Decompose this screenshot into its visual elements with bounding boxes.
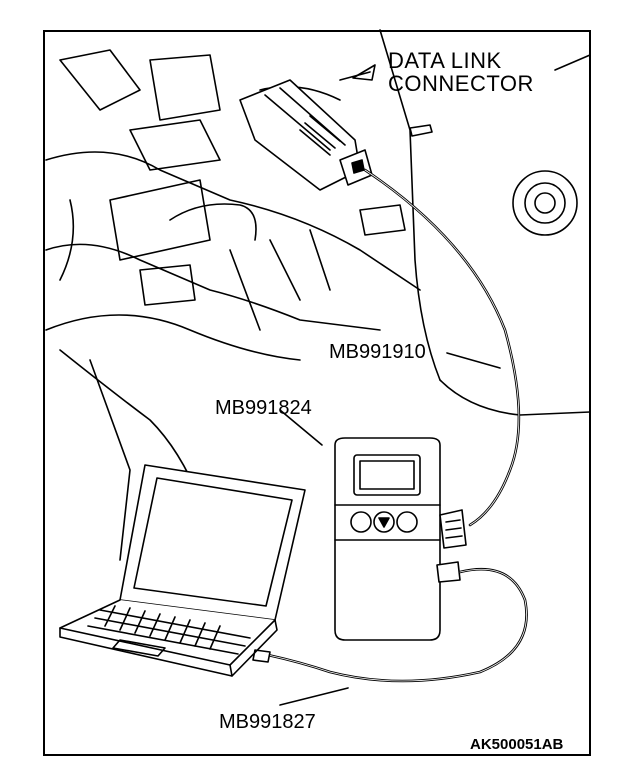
data-link-connector-icon — [239, 79, 373, 191]
mb991824-tool-icon — [334, 437, 467, 641]
mb991824-label: MB991824 — [215, 397, 312, 419]
mb991824-leader-line — [279, 409, 323, 446]
data-link-leader-line — [339, 71, 371, 81]
figure-frame — [43, 30, 591, 756]
figure-code: AK500051AB — [470, 736, 564, 753]
data-link-pointer-arrow — [352, 64, 376, 81]
laptop-icon — [59, 464, 306, 677]
data-link-connector-label-line1: DATA LINK — [388, 48, 502, 73]
mb991910-leader-line — [446, 352, 501, 369]
mb991827-label: MB991827 — [219, 711, 316, 733]
mb991910-label: MB991910 — [329, 341, 426, 363]
data-link-connector-label-line2: CONNECTOR — [388, 71, 534, 96]
mb991827-leader-line — [279, 687, 349, 706]
